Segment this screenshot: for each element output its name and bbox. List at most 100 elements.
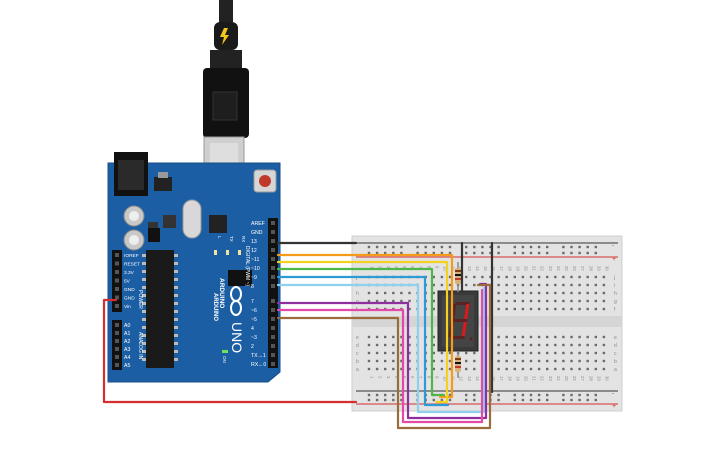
row-letter: c [614, 351, 617, 357]
header-pin[interactable] [271, 335, 275, 339]
breadboard-hole [570, 335, 573, 339]
column-number: 30 [605, 266, 610, 271]
breadboard-hole [594, 299, 597, 303]
column-number: 28 [588, 376, 593, 381]
header-pin[interactable] [115, 287, 119, 291]
breadboard-hole [546, 359, 549, 363]
column-number: 5 [402, 376, 407, 379]
segment-d [450, 336, 465, 339]
breadboard-hole [392, 367, 395, 371]
on-label: ON [222, 356, 227, 363]
column-number: 18 [507, 376, 512, 381]
breadboard-hole [562, 398, 565, 402]
breadboard-hole [586, 351, 589, 355]
breadboard-hole [594, 359, 597, 363]
header-pin[interactable] [271, 326, 275, 330]
breadboard-hole [586, 299, 589, 303]
chip-pin [142, 334, 146, 337]
breadboard-hole [554, 367, 557, 371]
breadboard-hole [578, 393, 581, 397]
rail-minus-label: - [612, 243, 614, 249]
breadboard-hole [570, 275, 573, 279]
column-number: 19 [515, 266, 520, 271]
header-pin[interactable] [271, 308, 275, 312]
row-letter: d [356, 343, 359, 349]
breadboard-hole [578, 251, 581, 255]
header-pin[interactable] [115, 363, 119, 367]
breadboard-hole [489, 275, 492, 279]
column-number: 25 [564, 376, 569, 381]
header-pin[interactable] [115, 295, 119, 300]
breadboard-hole [586, 307, 589, 311]
breadboard-hole [513, 343, 516, 347]
digital-pin-label: 4 [251, 326, 254, 332]
header-pin[interactable] [271, 299, 275, 303]
header-pin[interactable] [271, 257, 275, 261]
header-pin[interactable] [115, 331, 119, 335]
header-pin[interactable] [271, 239, 275, 243]
header-pin[interactable] [271, 344, 275, 348]
chip-pin [142, 310, 146, 313]
chip-pin [142, 350, 146, 353]
column-number: 13 [467, 266, 472, 271]
power-pin-label: GND [124, 287, 135, 293]
breadboard-hole [537, 351, 541, 355]
column-number: 5 [402, 266, 407, 269]
header-pin[interactable] [115, 304, 119, 308]
breadboard-hole [497, 393, 500, 397]
usb-cable[interactable] [203, 0, 249, 192]
header-pin[interactable] [271, 248, 275, 252]
chip-pin [142, 286, 146, 289]
header-pin[interactable] [115, 270, 119, 274]
breadboard-hole [465, 245, 468, 249]
breadboard-hole [465, 351, 468, 355]
breadboard-hole [375, 393, 379, 397]
breadboard-hole [586, 291, 589, 295]
breadboard-hole [505, 283, 508, 287]
header-pin[interactable] [271, 275, 275, 279]
header-pin[interactable] [115, 347, 119, 351]
header-pin[interactable] [115, 355, 119, 359]
header-pin[interactable] [271, 362, 275, 366]
header-pin[interactable] [115, 253, 119, 257]
breadboard-hole [570, 283, 573, 287]
breadboard-hole [578, 398, 581, 402]
header-pin[interactable] [115, 323, 119, 327]
column-number: 9 [434, 266, 439, 269]
breadboard-hole [529, 275, 533, 279]
breadboard-hole [554, 359, 557, 363]
breadboard-hole [562, 299, 565, 303]
breadboard-hole [562, 291, 565, 295]
status-led-label: TX [229, 236, 234, 242]
breadboard-hole [408, 299, 411, 303]
header-pin[interactable] [271, 266, 275, 270]
header-pin[interactable] [115, 278, 119, 283]
seven-segment-display[interactable]: 1 [0, 0, 479, 352]
breadboard-hole [602, 291, 606, 295]
header-pin[interactable] [271, 353, 275, 357]
crystal [182, 199, 202, 239]
resistor-top[interactable] [455, 262, 461, 292]
header-pin[interactable] [271, 317, 275, 321]
wire-pin-6 [276, 288, 484, 424]
resistor-bottom[interactable] [455, 351, 461, 378]
column-number: 15 [483, 266, 488, 271]
breadboard-hole [384, 335, 387, 339]
chip-pin [174, 310, 178, 313]
breadboard-hole [465, 275, 468, 279]
header-pin[interactable] [271, 221, 275, 225]
breadboard-hole [448, 393, 452, 397]
analog-header [112, 320, 122, 370]
rail-plus-label: + [612, 256, 616, 263]
header-pin[interactable] [115, 339, 119, 343]
breadboard-hole [537, 359, 541, 363]
row-letter: g [614, 299, 617, 305]
header-pin[interactable] [271, 230, 275, 234]
header-pin[interactable] [271, 284, 275, 288]
column-number: 26 [572, 266, 577, 271]
header-pin[interactable] [115, 261, 119, 266]
breadboard-hole [416, 245, 419, 249]
breadboard-hole [400, 343, 403, 347]
